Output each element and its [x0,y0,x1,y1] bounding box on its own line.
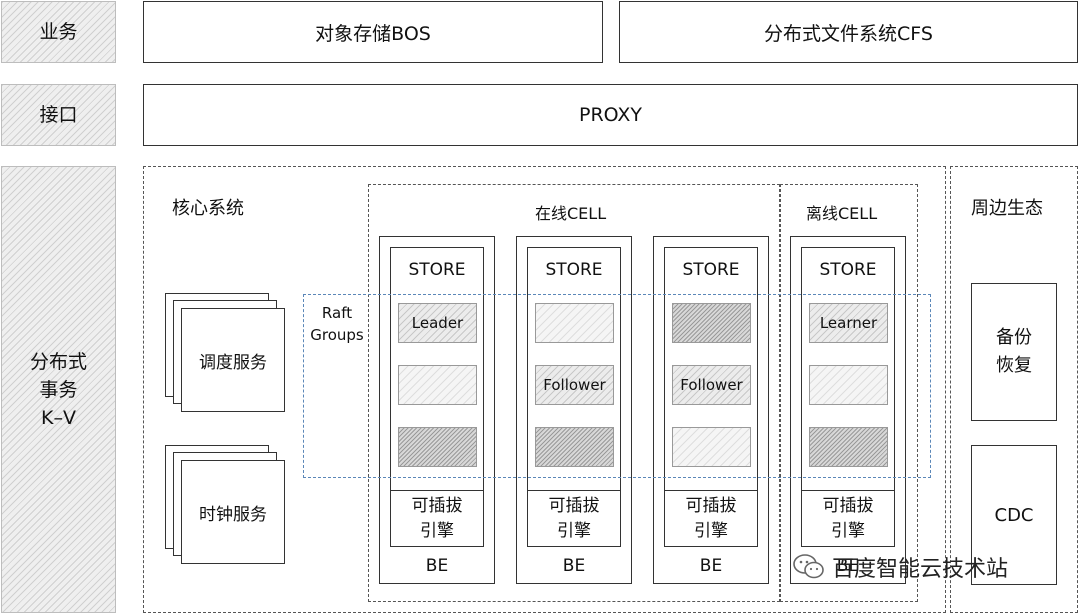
engine-line-1: 可插拔 [548,496,600,516]
kv-core-region [143,166,946,613]
be-column-4 [790,236,906,584]
offline-cell-title: 离线CELL [806,204,878,223]
layer-label-interface-text: 接口 [39,104,78,126]
clock-service-label: 时钟服务 [199,504,267,525]
be-label-2: BE [562,556,586,576]
backup-restore-line-2: 恢复 [996,355,1032,376]
be-label-3: BE [699,556,723,576]
layer-label-interface: 接口 [1,84,116,146]
scheduler-service: 调度服务 [181,308,285,412]
kv-label-line-3: K–V [41,406,76,429]
engine-line-2: 引擎 [694,521,728,541]
business-item-cfs-label: 分布式文件系统CFS [764,22,933,45]
raft-label-line-2: Groups [310,326,364,344]
online-cell-region [368,184,780,602]
engine-line-1: 可插拔 [822,496,874,516]
engine-line-1: 可插拔 [411,496,463,516]
interface-proxy: PROXY [143,84,1078,146]
pluggable-engine-3: 可插拔 引擎 [664,490,758,547]
store-label-3: STORE [682,260,740,280]
replica-slot [672,303,751,343]
replica-slot [672,427,751,467]
clock-service: 时钟服务 [181,460,285,564]
ecosystem-region [950,166,1078,613]
wechat-icon [793,554,824,579]
replica-role-learner: Learner [819,314,878,332]
replica-role-leader: Leader [411,314,464,332]
cdc-label: CDC [994,504,1034,526]
replica-slot [398,427,477,467]
store-box-3 [664,247,758,547]
interface-proxy-label: PROXY [578,104,643,126]
kv-label-line-1: 分布式 [29,350,87,373]
watermark-text: 百度智能云技术站 [832,557,1009,582]
replica-slot [535,303,614,343]
be-label-4: BE [836,556,860,576]
backup-restore-box: 备份 恢复 [971,283,1057,421]
store-box-2 [527,247,621,547]
offline-cell-region [780,184,918,602]
replica-slot [809,365,888,405]
core-title: 核心系统 [172,198,244,219]
replica-role-follower: Follower [680,376,743,394]
business-item-bos-label: 对象存储BOS [315,22,431,45]
store-box-1 [390,247,484,547]
be-label-1: BE [425,556,449,576]
replica-role-follower: Follower [543,376,606,394]
store-label-1: STORE [408,260,466,280]
pluggable-engine-4: 可插拔 引擎 [801,490,895,547]
replica-slot: Learner [809,303,888,343]
backup-restore-line-1: 备份 [996,327,1032,348]
be-column-3 [653,236,769,584]
replica-slot [809,427,888,467]
business-item-cfs: 分布式文件系统CFS [619,1,1078,63]
be-column-2 [516,236,632,584]
replica-slot: Leader [398,303,477,343]
kv-label-line-2: 事务 [39,378,78,401]
layer-label-business: 业务 [1,1,116,63]
replica-slot: Follower [672,365,751,405]
engine-line-2: 引擎 [420,521,454,541]
watermark: 百度智能云技术站 [792,551,1008,583]
cdc-box: CDC [971,445,1057,585]
replica-slot [535,427,614,467]
engine-line-2: 引擎 [557,521,591,541]
business-item-bos: 对象存储BOS [143,1,603,63]
pluggable-engine-1: 可插拔 引擎 [390,490,484,547]
engine-line-1: 可插拔 [685,496,737,516]
online-cell-title: 在线CELL [535,204,607,223]
raft-groups-region [303,294,931,478]
layer-label-business-text: 业务 [39,21,78,43]
raft-groups-label: Raft Groups [308,302,366,346]
raft-label-line-1: Raft [321,304,353,322]
be-column-1 [379,236,495,584]
scheduler-service-label: 调度服务 [199,352,267,373]
store-box-4 [801,247,895,547]
layer-label-kv: 分布式 事务 K–V [1,166,116,613]
store-label-2: STORE [545,260,603,280]
engine-line-2: 引擎 [831,521,865,541]
replica-slot [398,365,477,405]
store-label-4: STORE [819,260,877,280]
replica-slot: Follower [535,365,614,405]
pluggable-engine-2: 可插拔 引擎 [527,490,621,547]
ecosystem-title: 周边生态 [971,198,1043,219]
